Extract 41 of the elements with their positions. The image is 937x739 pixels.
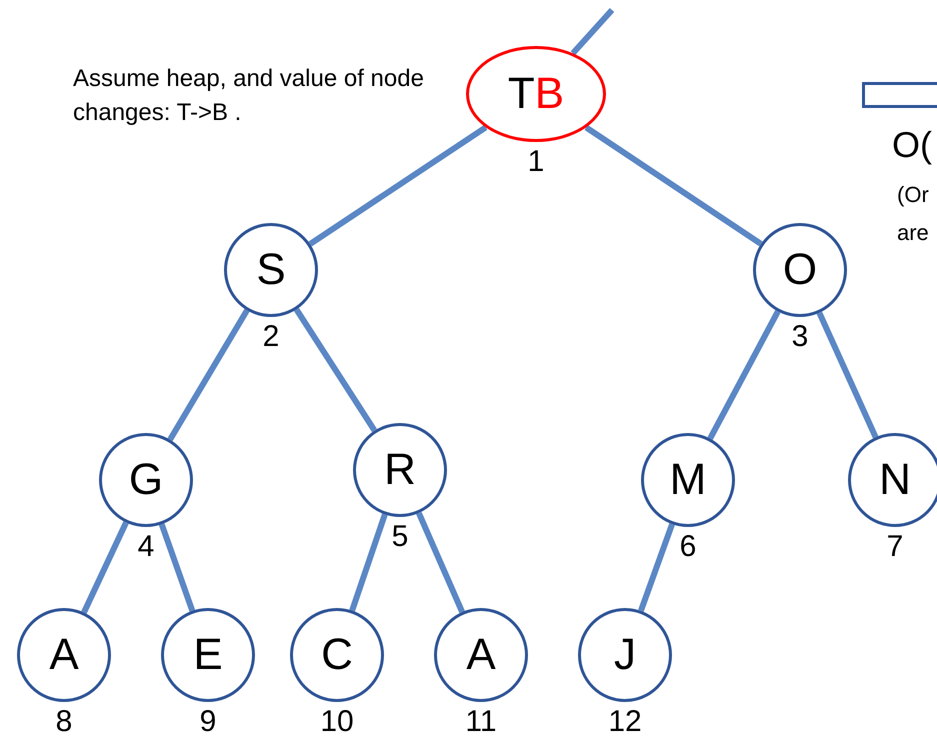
node-label: A — [49, 633, 79, 677]
node-label: TB — [508, 72, 564, 116]
node-label: R — [384, 448, 416, 492]
note-text: Assume heap, and value of node changes: T->B . — [73, 64, 425, 128]
tree-edge — [81, 521, 129, 614]
note-text: O( — [892, 123, 932, 167]
tree-edge — [570, 8, 614, 56]
node-label: O — [782, 248, 818, 292]
node-label: J — [614, 633, 636, 677]
index-number: 6 — [680, 532, 696, 562]
node-label: G — [128, 458, 164, 502]
tree-edge — [816, 312, 878, 438]
tree-edge — [167, 308, 250, 442]
index-number: 9 — [200, 707, 216, 737]
node-label: E — [193, 633, 223, 677]
node-label: N — [879, 458, 911, 502]
node-label: M — [670, 458, 706, 502]
index-number: 4 — [138, 532, 154, 562]
node-label: S — [256, 248, 286, 292]
tree-edge — [294, 308, 378, 432]
tree-edge — [707, 310, 781, 440]
node-label: C — [321, 633, 353, 677]
note-text: (Or — [897, 181, 929, 209]
index-number: 8 — [56, 707, 72, 737]
index-number: 2 — [262, 322, 280, 352]
tree-edge — [308, 124, 488, 246]
tree-edge — [158, 523, 196, 612]
index-number: 3 — [792, 322, 808, 352]
index-number: 12 — [608, 707, 642, 737]
tree-edge — [416, 512, 465, 614]
index-number: 11 — [465, 707, 497, 737]
note-text: are — [897, 219, 929, 247]
index-number: 1 — [528, 147, 544, 177]
index-number: 5 — [392, 522, 408, 552]
tree-edge — [584, 124, 763, 246]
node-label: A — [466, 633, 496, 677]
tree-edge — [638, 523, 675, 612]
index-number: 10 — [320, 707, 354, 737]
index-number: 7 — [886, 532, 904, 562]
tree-edge — [349, 514, 388, 612]
rectangle-shape — [862, 82, 937, 108]
